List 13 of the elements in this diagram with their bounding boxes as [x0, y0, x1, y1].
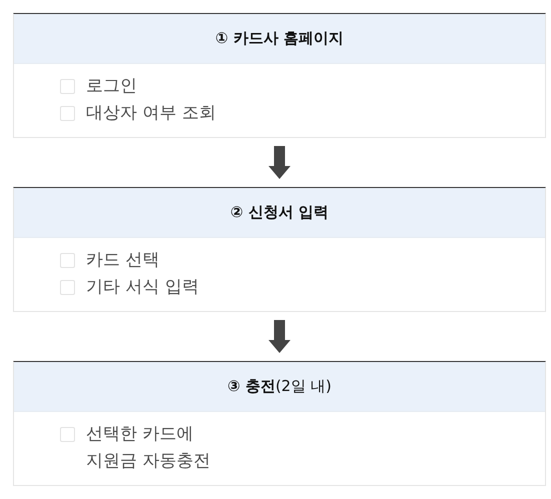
- checklist-item: 대상자 여부 조회: [86, 102, 216, 125]
- step-card: [13, 361, 546, 486]
- checklist-item: 기타 서식 입력: [86, 276, 199, 299]
- checklist-item: 로그인: [86, 75, 137, 98]
- checklist-item: 선택한 카드에 지원금 자동충전: [86, 423, 212, 473]
- flow-arrow: [268, 146, 290, 179]
- step-title: ③ 충전(2일 내): [228, 377, 332, 396]
- step-title: ① 카드사 홈페이지: [215, 29, 344, 48]
- step-card: [13, 13, 546, 138]
- checklist-item: 카드 선택: [86, 249, 160, 272]
- step-card: [13, 187, 546, 312]
- flow-arrow: [268, 320, 290, 353]
- step-title: ② 신청서 입력: [230, 203, 329, 222]
